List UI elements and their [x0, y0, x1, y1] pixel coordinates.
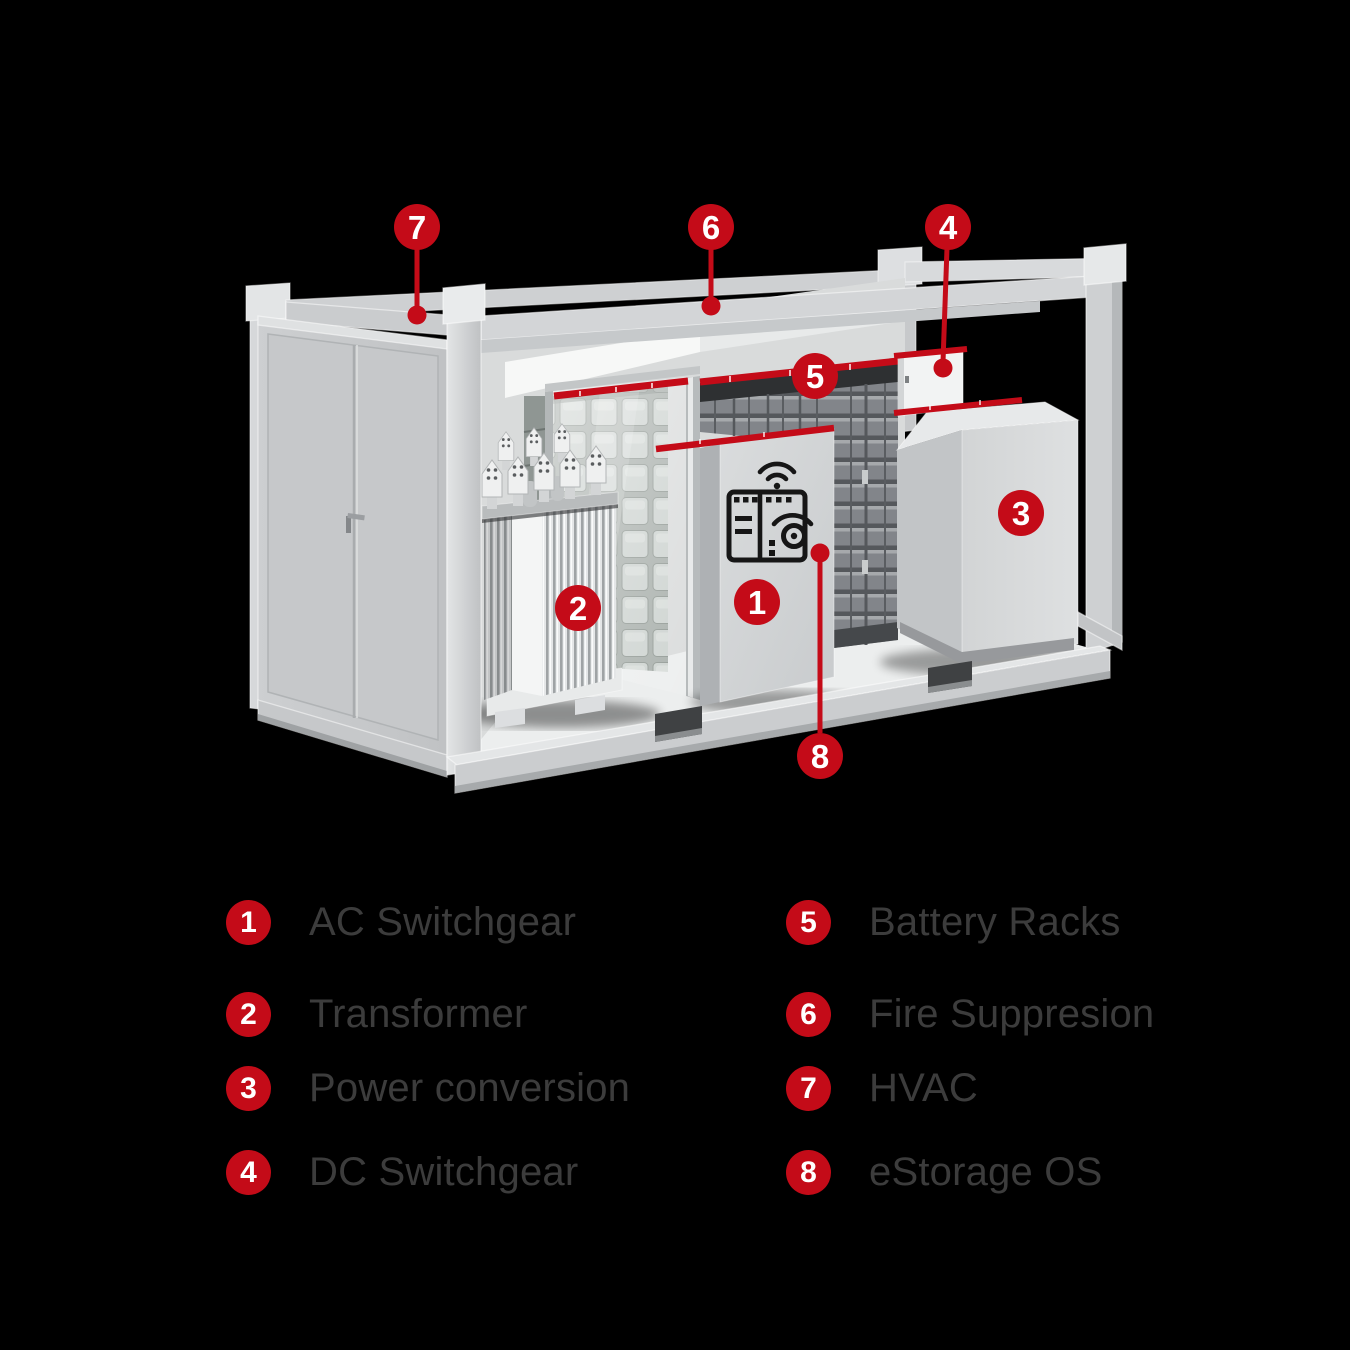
- legend-label: Power conversion: [309, 1066, 631, 1110]
- marker-5: 5: [792, 353, 838, 399]
- cabinet1-side-face: [700, 443, 720, 706]
- left-end-doors: [257, 315, 448, 778]
- legend-badge: 1: [226, 900, 271, 945]
- marker-4: 4: [925, 204, 971, 378]
- marker-2: 2: [555, 585, 601, 631]
- leader-dot-6: [701, 296, 721, 316]
- legend-badge: 4: [226, 1150, 271, 1195]
- legend-badge: 3: [226, 1066, 271, 1111]
- marker-8: 8: [797, 543, 843, 779]
- legend-item-transformer: 2 Transformer: [226, 992, 528, 1037]
- legend-item-hvac: 7 HVAC: [786, 1066, 978, 1111]
- legend-label: Battery Racks: [869, 900, 1121, 944]
- marker-6: 6: [688, 204, 734, 316]
- marker-number: 6: [702, 209, 720, 246]
- legend-item-power-conversion: 3 Power conversion: [226, 1066, 630, 1111]
- leader-dot-7: [407, 305, 427, 325]
- bottom-rail: [445, 645, 1113, 794]
- legend-badge: 5: [786, 900, 831, 945]
- leader-dot-4: [933, 358, 953, 378]
- legend-badge: 7: [786, 1066, 831, 1111]
- legend-item-estorage-os: 8 eStorage OS: [786, 1150, 1102, 1195]
- dc-box-handle: [905, 376, 909, 383]
- container-interior: [460, 278, 1100, 768]
- legend-item-fire-suppresion: 6 Fire Suppresion: [786, 992, 1154, 1037]
- marker-number: 3: [1012, 495, 1030, 532]
- leader-dot-8: [810, 543, 830, 563]
- eye-icon: [771, 513, 814, 549]
- dc-box-red-rail: [893, 346, 968, 359]
- panel-dots: [734, 497, 792, 556]
- rail-ticks: [579, 383, 653, 396]
- legend-label: eStorage OS: [869, 1150, 1103, 1194]
- power-conversion-cabinet: [880, 397, 1090, 676]
- marker-number: 4: [939, 209, 958, 246]
- transformer-bushings: [481, 423, 607, 510]
- cabinet3-front-face: [961, 419, 1079, 661]
- legend-item-battery-racks: 5 Battery Racks: [786, 900, 1121, 945]
- legend-label: DC Switchgear: [309, 1150, 579, 1194]
- marker-1: 1: [734, 579, 780, 625]
- legend-label: Fire Suppresion: [869, 992, 1155, 1036]
- wifi-icon: [757, 461, 797, 490]
- cabinet1-red-rail: [655, 424, 835, 453]
- legend-badge: 8: [786, 1150, 831, 1195]
- marker-number: 7: [408, 209, 426, 246]
- estorage-os-icon: [726, 461, 814, 563]
- marker-number: 5: [806, 358, 824, 395]
- callout-markers: 7 6 4 8 5 2 1: [394, 204, 1044, 779]
- ac-switchgear-cabinet: [655, 424, 860, 714]
- cabinet3-red-rail: [893, 397, 1023, 416]
- rail-ticks: [729, 364, 851, 382]
- legend-label: Transformer: [309, 992, 528, 1036]
- front-right-corner-casting: [1083, 243, 1127, 286]
- legend-label: HVAC: [869, 1066, 978, 1110]
- legend-label: AC Switchgear: [309, 900, 577, 944]
- marker-number: 2: [569, 590, 587, 627]
- marker-3: 3: [998, 490, 1044, 536]
- marker-number: 8: [811, 738, 829, 775]
- right-end-bottom-rail: [1077, 610, 1123, 652]
- rack-top-red-rail-a: [553, 377, 689, 400]
- marker-7: 7: [394, 204, 440, 325]
- container-frame-front: [257, 243, 1127, 794]
- legend-item-dc-switchgear: 4 DC Switchgear: [226, 1150, 578, 1195]
- transformer-fins-left: [484, 514, 512, 700]
- legend-badge: 6: [786, 992, 831, 1037]
- cabinet3-left-face: [897, 430, 962, 660]
- transformer-panel: [512, 510, 542, 696]
- front-top-rail-lower: [481, 301, 1040, 353]
- door-handle: [346, 513, 365, 533]
- cabinet3-plinth: [900, 622, 1074, 664]
- marker-number: 1: [748, 584, 766, 621]
- legend-badge: 2: [226, 992, 271, 1037]
- legend-item-ac-switchgear: 1 AC Switchgear: [226, 900, 576, 945]
- interior-ceiling-panel: [505, 330, 700, 398]
- leader-line-4: [940, 247, 950, 363]
- front-left-corner-casting: [442, 283, 486, 325]
